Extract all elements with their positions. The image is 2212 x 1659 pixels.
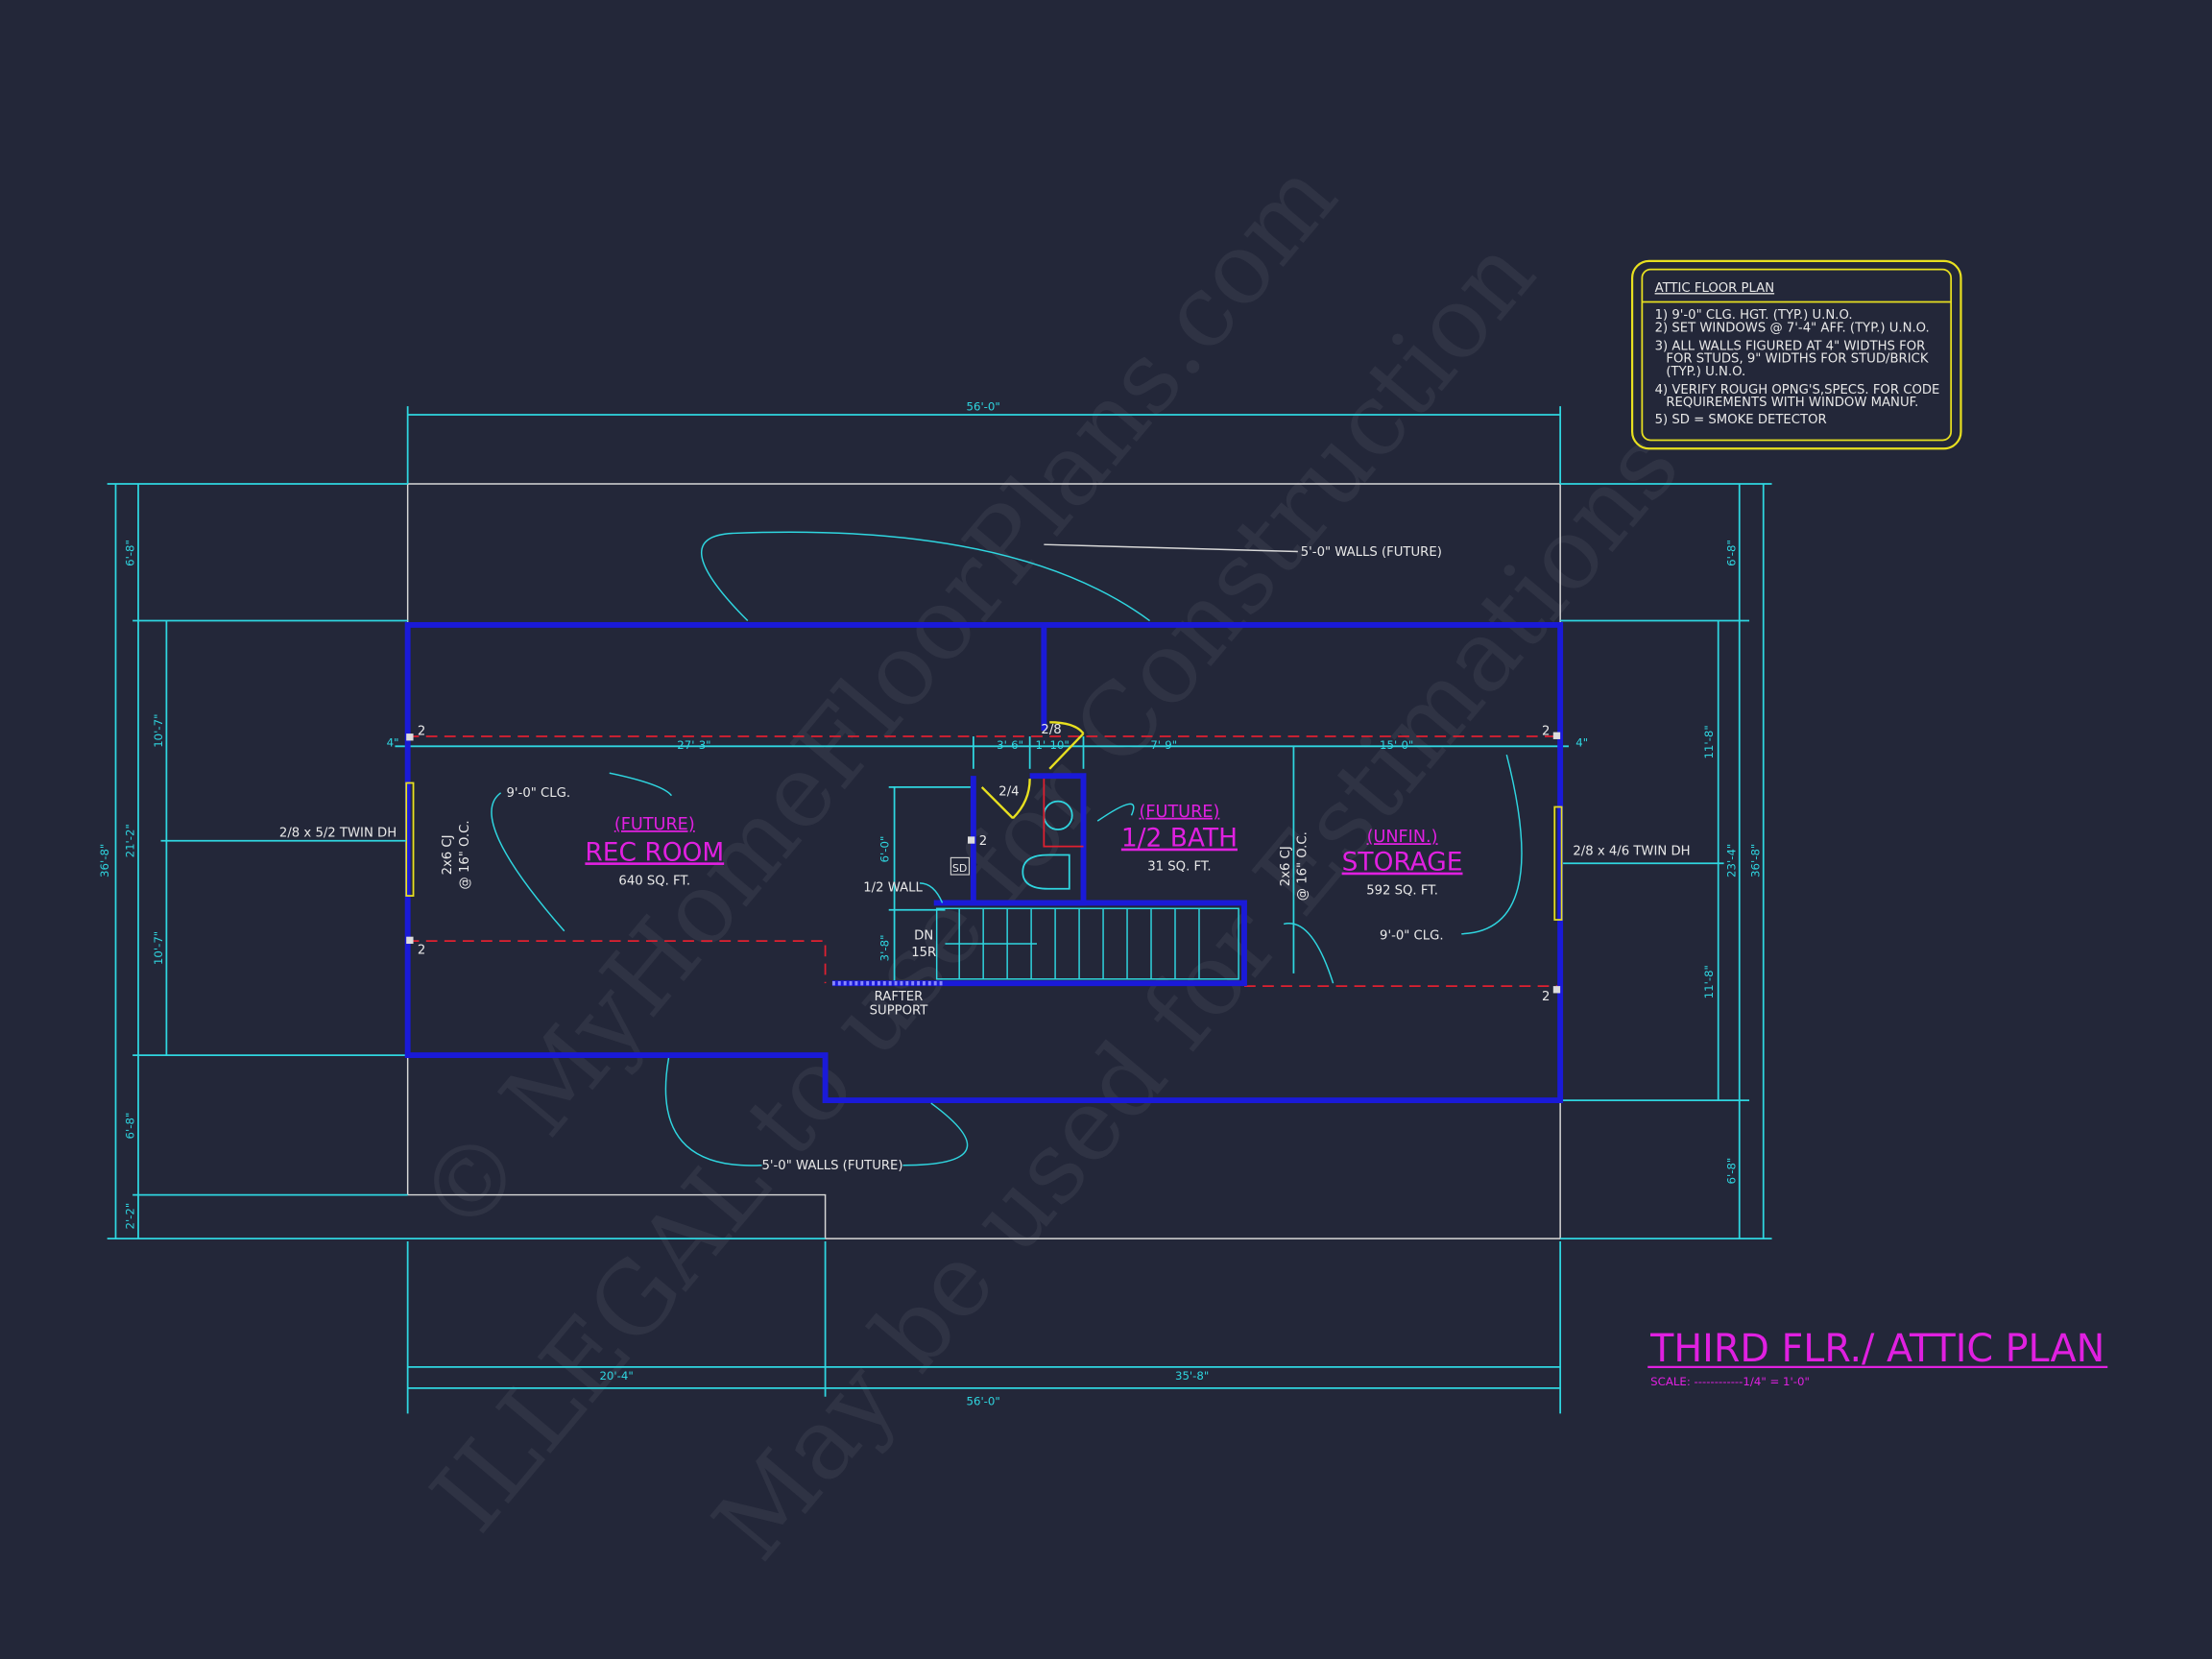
dim-left: 10'-7": [152, 931, 165, 965]
window-label: 2/8 x 5/2 TWIN DH: [279, 826, 397, 840]
joist-label: @ 16" O.C.: [1296, 831, 1310, 901]
door-label: 2/8: [1041, 723, 1061, 737]
joist-label: 2x6 CJ: [1279, 846, 1293, 886]
leader-lines: [491, 531, 1523, 1166]
post-label: 2: [418, 725, 425, 739]
joist-label: @ 16" O.C.: [458, 820, 472, 889]
dim-top: 56'-0": [967, 400, 1000, 414]
walls-future-label: 5'-0" WALLS (FUTURE): [761, 1159, 902, 1173]
dim-interior: 27'-3": [677, 738, 710, 752]
room-area: 31 SQ. FT.: [1147, 860, 1211, 875]
dim-interior: 1'-10": [1036, 738, 1070, 752]
post-label: 2: [1542, 725, 1550, 739]
note-item: REQUIREMENTS WITH WINDOW MANUF.: [1666, 396, 1918, 410]
ceiling-label: 9'-0" CLG.: [507, 786, 571, 801]
note-item: 5) SD = SMOKE DETECTOR: [1655, 413, 1827, 427]
stairs: [935, 907, 1239, 980]
joist-label: 2x6 CJ: [441, 834, 455, 875]
dim-interior: 15'-0": [1380, 738, 1413, 752]
rafter-label: RAFTER: [875, 990, 924, 1004]
dim-interior: 7'-9": [1150, 738, 1177, 752]
room-area: 640 SQ. FT.: [618, 874, 690, 888]
ceiling-label: 9'-0" CLG.: [1380, 929, 1444, 944]
dim-right: 11'-8": [1702, 725, 1716, 758]
dim-left-total: 36'-8": [98, 844, 111, 878]
smoke-detector-label: SD: [952, 862, 967, 875]
dim-left: 21'-2": [124, 824, 137, 857]
toilet-icon: [1022, 854, 1070, 890]
drawing-scale: SCALE: ------------1/4" = 1'-0": [1650, 1375, 1810, 1388]
room-rec: (FUTURE) REC ROOM 640 SQ. FT.: [585, 815, 724, 888]
bath-fixtures: [1022, 779, 1084, 890]
dim-interior: 4": [387, 735, 399, 749]
rafter-label: SUPPORT: [870, 1003, 929, 1018]
stair-risers-label: 15R: [911, 946, 936, 960]
dim-left: 10'-7": [152, 713, 165, 747]
dim-right: 6'-8": [1724, 1158, 1738, 1185]
note-item: (TYP.) U.N.O.: [1666, 365, 1745, 379]
dim-bottom-right: 35'-8": [1175, 1369, 1209, 1382]
windows: [405, 781, 1563, 921]
room-tag: (UNFIN.): [1367, 828, 1438, 847]
note-item: 3) ALL WALLS FIGURED AT 4" WIDTHS FOR: [1655, 339, 1926, 353]
room-tag: (FUTURE): [614, 815, 695, 834]
post-label: 2: [979, 834, 987, 849]
dim-bottom-left: 20'-4": [599, 1369, 633, 1382]
dim-bottom-total: 56'-0": [967, 1395, 1000, 1408]
dimension-lines: [107, 406, 1772, 1414]
room-name: REC ROOM: [585, 837, 724, 867]
room-name: STORAGE: [1342, 848, 1463, 878]
walls-future-label: 5'-0" WALLS (FUTURE): [1301, 545, 1442, 560]
post-label: 2: [418, 943, 425, 957]
dim-right: 6'-8": [1724, 540, 1738, 566]
dim-left: 6'-8": [124, 1113, 137, 1140]
note-item: 4) VERIFY ROUGH OPNG'S,SPECS. FOR CODE: [1655, 383, 1940, 397]
stair-down-label: DN: [914, 929, 933, 944]
dim-interior: 4": [1575, 735, 1588, 749]
post-label: 2: [1542, 990, 1550, 1004]
door-label: 2/4: [998, 785, 1019, 800]
knee-wall-lines: [407, 735, 1561, 987]
window-label: 2/8 x 4/6 TWIN DH: [1573, 844, 1690, 858]
dim-right: 11'-8": [1702, 965, 1716, 998]
doors: [980, 721, 1085, 820]
room-name: 1/2 BATH: [1121, 824, 1238, 854]
dim-stair: 6'-0": [878, 836, 892, 863]
room-area: 592 SQ. FT.: [1366, 884, 1438, 899]
dim-right-total: 36'-8": [1748, 844, 1762, 878]
dim-right: 23'-4": [1724, 844, 1738, 878]
note-item: 1) 9'-0" CLG. HGT. (TYP.) U.N.O.: [1655, 308, 1853, 323]
room-bath: (FUTURE) 1/2 BATH 31 SQ. FT.: [1121, 803, 1238, 875]
room-storage: (UNFIN.) STORAGE 592 SQ. FT.: [1342, 828, 1463, 898]
room-tag: (FUTURE): [1139, 803, 1219, 822]
drawing-title-block: THIRD FLR./ ATTIC PLAN SCALE: ----------…: [1647, 1327, 2108, 1388]
notes-box: ATTIC FLOOR PLAN 1) 9'-0" CLG. HGT. (TYP…: [1630, 259, 1962, 450]
dim-interior: 3'-6": [997, 738, 1023, 752]
note-item: 2) SET WINDOWS @ 7'-4" AFF. (TYP.) U.N.O…: [1655, 321, 1930, 335]
dim-left: 2'-2": [124, 1203, 137, 1230]
half-wall-label: 1/2 WALL: [863, 881, 923, 896]
dim-left: 6'-8": [124, 540, 137, 566]
posts: [406, 732, 1561, 994]
notes-title: ATTIC FLOOR PLAN: [1655, 281, 1775, 296]
note-item: FOR STUDS, 9" WIDTHS FOR STUD/BRICK: [1666, 352, 1929, 367]
walls: [404, 622, 1564, 1104]
dim-stair: 3'-8": [878, 935, 892, 962]
stair-treads: [945, 908, 1200, 979]
drawing-title: THIRD FLR./ ATTIC PLAN: [1649, 1327, 2104, 1371]
